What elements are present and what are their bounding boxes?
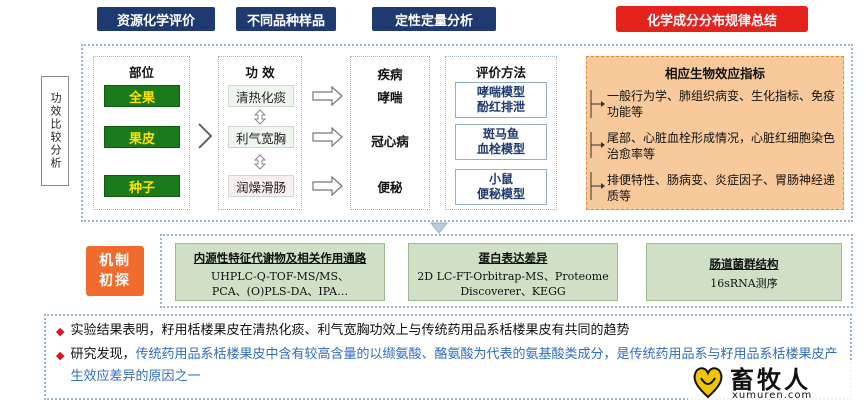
side-label: 功效比较分析 [41, 76, 69, 186]
indicator-constipation: 排便特性、肠病变、炎症因子、胃肠神经递质等 [607, 173, 836, 203]
comparison-panel [81, 44, 853, 222]
watermark: 畜牧人 xumuren.com [688, 360, 858, 404]
mechanism-tag-line: 机制 [99, 253, 131, 269]
mechanism-box-microbiota: 肠道菌群结构 16sRNA测序 [646, 243, 842, 301]
conclusion-item: ◆ 实验结果表明，籽用栝楼果皮在清热化痰、利气宽胸功效上与传统药用品系栝楼果皮有… [56, 320, 846, 342]
method-zebrafish-model: 斑马鱼 血栓模型 [455, 124, 547, 160]
conclusion-text: 研究发现，传统药用品系栝楼果皮中含有较高含量的以缬氨酸、酪氨酸为代表的氨基酸类成… [70, 344, 846, 388]
mechanism-tag-line: 初探 [99, 273, 131, 289]
diseases-title: 疾病 [377, 66, 403, 82]
watermark-url: xumuren.com [732, 390, 813, 401]
double-arrow-icon [253, 154, 267, 170]
effect-moisten-bowel: 润燥滑肠 [228, 175, 294, 197]
part-peel: 果皮 [104, 126, 180, 148]
mechanism-box-line: 16sRNA测序 [710, 277, 778, 290]
method-line: 血栓模型 [476, 142, 525, 156]
mechanism-box-line: 2D LC-FT-Orbitrap-MS、Proteome [417, 270, 609, 283]
method-mouse-model: 小鼠 便秘模型 [455, 169, 547, 205]
bracket-arrows-icon [590, 90, 605, 200]
banner-variety-samples: 不同品种样品 [236, 7, 336, 31]
mechanism-box-metabolites: 内源性特征代谢物及相关作用通路 UHPLC-Q-TOF-MS/MS、 PCA、(… [175, 243, 385, 301]
parts-column [93, 56, 190, 210]
mechanism-box-title: 肠道菌群结构 [709, 257, 779, 271]
heart-logo-icon [693, 367, 723, 399]
double-arrow-icon [253, 109, 267, 125]
mechanism-box-title: 蛋白表达差异 [478, 251, 548, 265]
effect-qi-chest: 利气宽胸 [228, 126, 294, 148]
methods-title: 评价方法 [475, 64, 526, 80]
arrow-right-icon [312, 86, 343, 106]
mechanism-box-title: 内源性特征代谢物及相关作用通路 [193, 251, 367, 265]
indicators-panel [586, 56, 844, 210]
diamond-bullet-icon: ◆ [56, 325, 65, 338]
effect-heat-phlegm: 清热化痰 [228, 85, 294, 107]
mechanism-box-line: UHPLC-Q-TOF-MS/MS、 [211, 270, 349, 283]
method-line: 酚红排泄 [476, 100, 525, 114]
conclusion-text: 实验结果表明，籽用栝楼果皮在清热化痰、利气宽胸功效上与传统药用品系栝楼果皮有共同… [70, 323, 630, 338]
mechanism-box-line: PCA、(O)PLS-DA、IPA… [211, 285, 349, 298]
disease-coronary: 冠心病 [371, 133, 409, 149]
diamond-bullet-icon: ◆ [56, 349, 65, 362]
banner-resource-evaluation: 资源化学评价 [97, 7, 215, 31]
method-line: 小鼠 [488, 172, 513, 186]
methods-column [445, 56, 557, 210]
effects-title: 功 效 [245, 64, 275, 80]
banner-distribution-summary: 化学成分分布规律总结 [616, 6, 808, 32]
method-line: 便秘模型 [476, 187, 525, 201]
triangle-down-icon [430, 222, 448, 234]
parts-title: 部位 [128, 64, 154, 80]
watermark-name: 畜牧人 [730, 365, 811, 394]
method-line: 斑马鱼 [482, 127, 519, 141]
effects-column [218, 56, 302, 210]
disease-asthma: 哮喘 [377, 89, 403, 105]
mechanism-box-line: Discoverer、KEGG [460, 285, 566, 298]
mechanism-box-proteins: 蛋白表达差异 2D LC-FT-Orbitrap-MS、Proteome Dis… [408, 243, 618, 301]
indicator-coronary: 尾部、心脏血栓形成情况，心脏红细胞染色治愈率等 [607, 131, 836, 161]
conclusion-prefix: 研究发现， [70, 347, 136, 362]
indicator-asthma: 一般行为学、肺组织病变、生化指标、免疫功能等 [607, 89, 836, 119]
diseases-column [350, 56, 430, 210]
conclusion-item: ◆ 研究发现，传统药用品系栝楼果皮中含有较高含量的以缬氨酸、酪氨酸为代表的氨基酸… [56, 344, 846, 388]
part-seed: 种子 [104, 175, 180, 197]
banner-qual-quant-analysis: 定性定量分析 [372, 7, 496, 31]
arrow-right-icon [312, 176, 343, 196]
part-whole-fruit: 全果 [104, 85, 180, 107]
arrow-right-icon [312, 127, 343, 147]
mechanism-tag: 机制 初探 [86, 246, 144, 296]
conclusion-highlight: 传统药用品系栝楼果皮中含有较高含量的以缬氨酸、酪氨酸为代表的氨基酸类成分，是传统… [70, 347, 838, 384]
method-line: 哮喘模型 [476, 85, 525, 99]
indicators-title: 相应生物效应指标 [664, 65, 765, 81]
disease-constipation: 便秘 [377, 179, 403, 195]
method-asthma-model: 哮喘模型 酚红排泄 [455, 82, 547, 118]
chevron-right-icon [198, 123, 213, 149]
mechanism-panel [160, 234, 853, 308]
